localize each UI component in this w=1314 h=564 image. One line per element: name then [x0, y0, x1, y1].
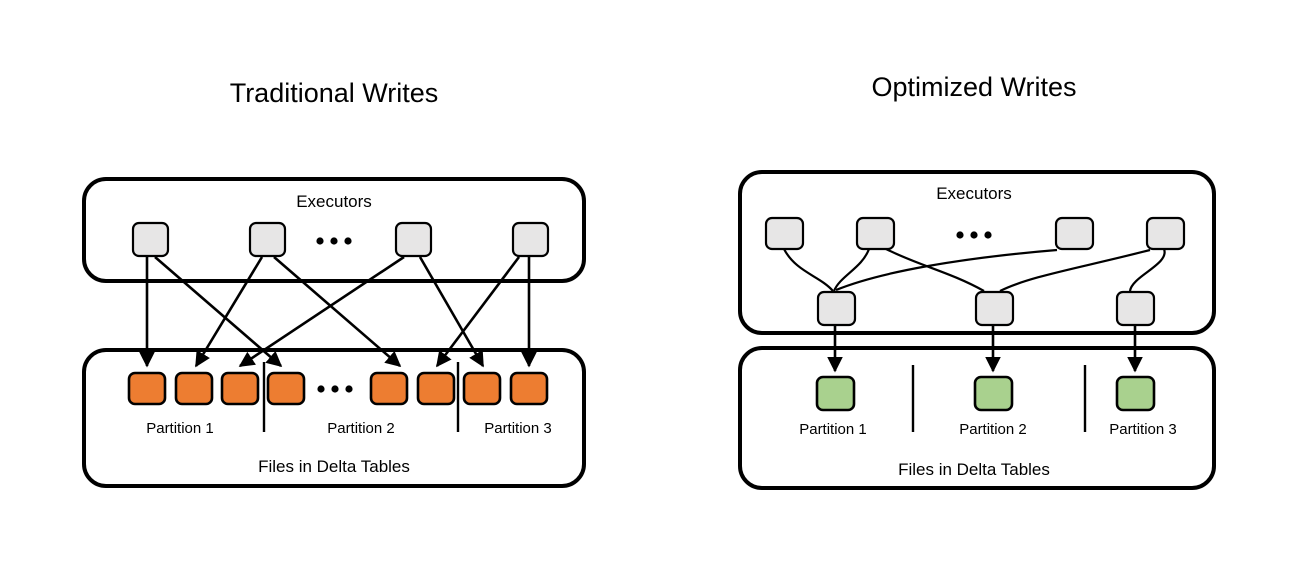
file-node-1-optimized — [815, 375, 856, 412]
executor-node-1-optimized — [764, 216, 805, 251]
executor-node-2-optimized — [855, 216, 896, 251]
edge-e3-f3-traditional — [238, 255, 405, 368]
shuffle-node-1-optimized — [816, 290, 857, 327]
file-node-2-traditional — [174, 371, 214, 406]
partition-label-2-optimized: Partition 2 — [959, 421, 1027, 438]
file-node-3-traditional — [220, 371, 260, 406]
executor-node-3-optimized — [1054, 216, 1095, 251]
edge-e3-f7-traditional — [418, 256, 485, 368]
curve-e3-s1-optimized — [835, 248, 1058, 292]
executor-ellipsis-traditional — [316, 237, 352, 245]
executors-label-optimized: Executors — [936, 184, 1012, 203]
executor-ellipsis-optimized — [956, 231, 992, 239]
partition-label-1-traditional: Partition 1 — [146, 420, 214, 437]
files-label-traditional: Files in Delta Tables — [258, 457, 410, 476]
executor-node-1-traditional — [131, 221, 170, 258]
executors-label-traditional: Executors — [296, 192, 372, 211]
files-label-optimized: Files in Delta Tables — [898, 460, 1050, 479]
file-node-7-traditional — [462, 371, 502, 406]
files-container-optimized — [738, 346, 1216, 490]
shuffle-node-3-optimized — [1115, 290, 1156, 327]
files-ellipsis-traditional — [317, 385, 353, 393]
executor-node-2-traditional — [248, 221, 287, 258]
panel-traditional: Traditional Writes Executors — [82, 78, 586, 488]
edge-e4-f6-traditional — [435, 256, 521, 368]
executors-container-optimized — [738, 170, 1216, 335]
edge-e1-f4-traditional — [154, 256, 283, 368]
file-node-4-traditional — [266, 371, 306, 406]
executor-node-4-traditional — [511, 221, 550, 258]
curve-e4-s3-optimized — [1128, 248, 1166, 292]
shuffle-node-2-optimized — [974, 290, 1015, 327]
partition-label-3-optimized: Partition 3 — [1109, 421, 1177, 438]
partition-label-1-optimized: Partition 1 — [799, 421, 867, 438]
partition-label-3-traditional: Partition 3 — [484, 420, 552, 437]
executor-node-4-optimized — [1145, 216, 1186, 251]
edge-e2-f2-traditional — [194, 256, 264, 368]
edge-e2-f5-traditional — [273, 256, 402, 368]
panel-title-optimized: Optimized Writes — [871, 72, 1076, 102]
file-node-3-optimized — [1115, 375, 1156, 412]
file-node-6-traditional — [416, 371, 456, 406]
panel-title-traditional: Traditional Writes — [230, 78, 439, 108]
curve-e1-s1-optimized — [783, 248, 834, 292]
file-node-8-traditional — [509, 371, 549, 406]
executors-container-traditional — [82, 177, 586, 283]
file-node-5-traditional — [369, 371, 409, 406]
file-node-1-traditional — [127, 371, 167, 406]
partition-label-2-traditional: Partition 2 — [327, 420, 395, 437]
executor-node-3-traditional — [394, 221, 433, 258]
curve-e4-s2-optimized — [999, 248, 1151, 292]
curve-e2-s1-optimized — [832, 248, 871, 292]
curve-e2-s2-optimized — [885, 248, 985, 292]
panel-optimized: Optimized Writes Executors — [738, 72, 1216, 490]
file-node-2-optimized — [973, 375, 1014, 412]
